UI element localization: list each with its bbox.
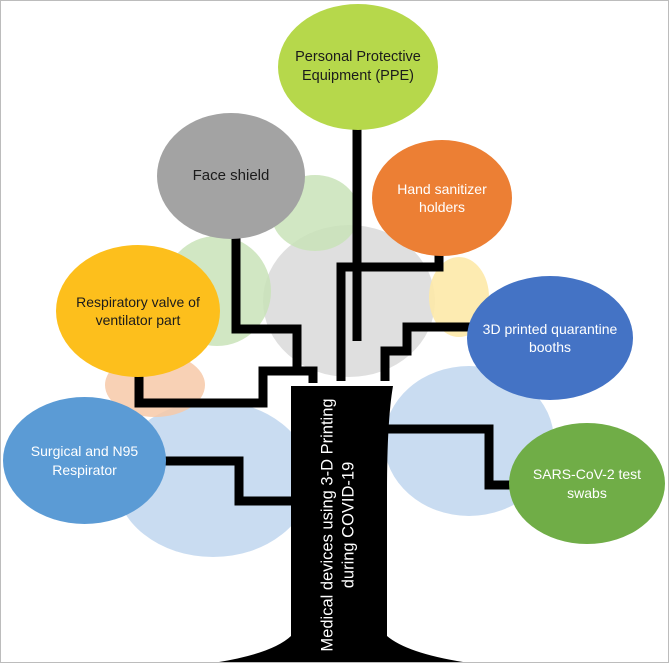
trunk-label: Medical devices using 3-D Printing durin…: [318, 398, 358, 652]
node-respiratory-valve-label: Respiratory valve of ventilator part: [76, 293, 200, 328]
branch-resp: [134, 366, 318, 408]
node-ppe: Personal Protective Equipment (PPE): [278, 4, 438, 130]
node-hand-sanitizer-holders: Hand sanitizer holders: [372, 140, 512, 256]
node-sars-cov-2-test-swabs: SARS-CoV-2 test swabs: [509, 423, 665, 544]
branch-surg: [165, 456, 295, 506]
branch-hand: [336, 251, 444, 381]
node-quarantine-booths-label: 3D printed quarantine booths: [482, 320, 618, 355]
node-surgical-n95-respirator-label: Surgical and N95 Respirator: [30, 443, 139, 478]
trunk-and-branches: [134, 129, 511, 506]
branch-booth: [380, 322, 479, 381]
trunk: [219, 386, 463, 662]
branch-face: [231, 233, 302, 369]
branch-sars: [387, 424, 511, 490]
node-face-shield-label: Face shield: [192, 167, 270, 185]
node-sars-cov-2-test-swabs-label: SARS-CoV-2 test swabs: [532, 466, 642, 501]
bg-circle-blue-left: [115, 401, 311, 557]
node-ppe-label: Personal Protective Equipment (PPE): [295, 49, 421, 84]
node-face-shield: Face shield: [157, 113, 305, 239]
node-quarantine-booths: 3D printed quarantine booths: [467, 276, 633, 400]
node-respiratory-valve: Respiratory valve of ventilator part: [56, 245, 220, 377]
node-hand-sanitizer-holders-label: Hand sanitizer holders: [397, 180, 487, 215]
node-surgical-n95-respirator: Surgical and N95 Respirator: [3, 397, 166, 524]
